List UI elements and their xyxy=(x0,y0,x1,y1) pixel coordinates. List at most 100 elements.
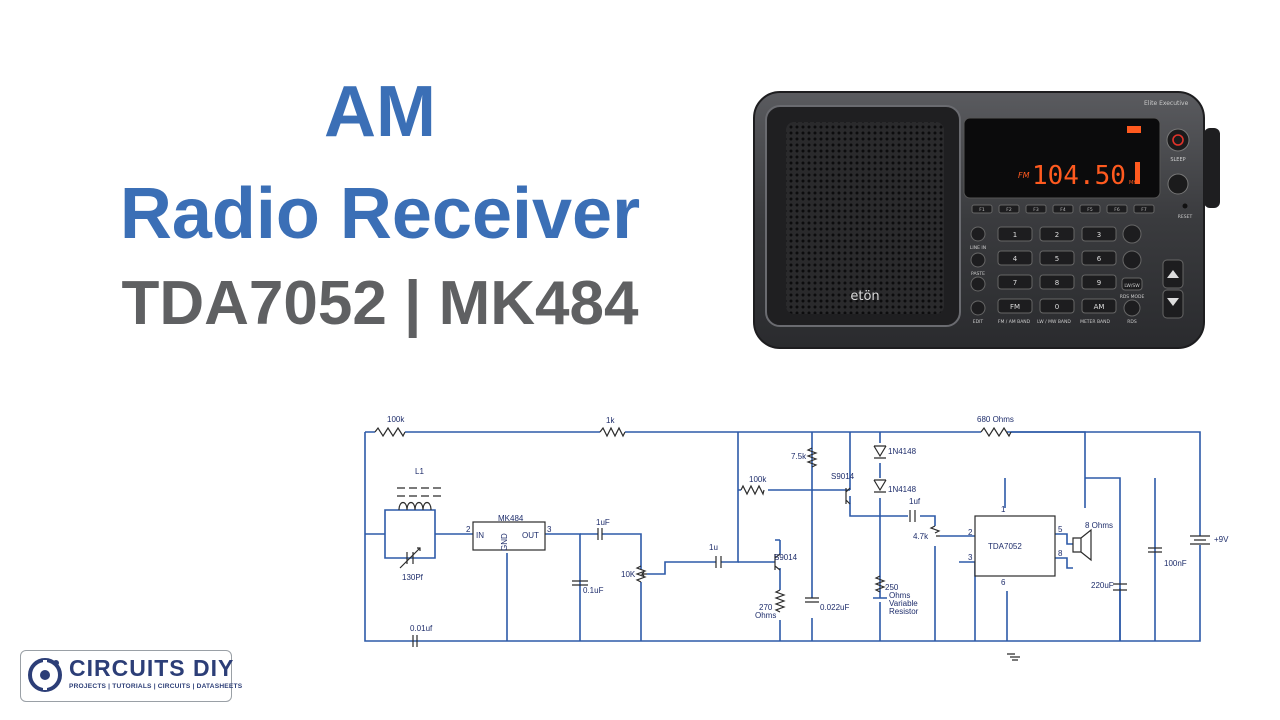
svg-text:100k: 100k xyxy=(387,415,405,424)
speaker xyxy=(1072,528,1092,562)
svg-text:Variable: Variable xyxy=(889,599,918,608)
labels: 100k L1 130Pf MK484 IN GND OUT 2 3 1uF 0… xyxy=(387,415,1229,633)
svg-text:1uf: 1uf xyxy=(909,497,921,506)
radio-brand: etön xyxy=(850,289,879,304)
svg-text:+9V: +9V xyxy=(1214,535,1229,544)
keypad-key-fm[interactable]: FM xyxy=(997,298,1033,314)
svg-text:0.022uF: 0.022uF xyxy=(820,603,849,612)
function-key-f3[interactable]: F3 xyxy=(1025,204,1047,214)
svg-text:IN: IN xyxy=(476,531,484,540)
right-buttons: LW/SW RDS MODE RDS xyxy=(1120,224,1184,325)
circuit-logo-icon xyxy=(28,658,62,692)
function-key-f2[interactable]: F2 xyxy=(998,204,1020,214)
cap-1uf-a xyxy=(597,528,603,540)
svg-text:1: 1 xyxy=(1001,505,1006,514)
svg-text:4: 4 xyxy=(1013,255,1018,263)
keypad-key-5[interactable]: 5 xyxy=(1039,250,1075,266)
ground-symbol xyxy=(1007,653,1020,661)
transistor-q1 xyxy=(774,553,781,571)
svg-text:F6: F6 xyxy=(1114,207,1120,213)
keypad-key-4[interactable]: 4 xyxy=(997,250,1033,266)
keypad-key-1[interactable]: 1 xyxy=(997,226,1033,242)
cap-01uf xyxy=(572,580,588,586)
function-key-f4[interactable]: F4 xyxy=(1052,204,1074,214)
power-button[interactable] xyxy=(1166,128,1190,152)
lock-button[interactable] xyxy=(1167,173,1189,195)
svg-text:270: 270 xyxy=(759,603,773,612)
function-key-f6[interactable]: F6 xyxy=(1106,204,1128,214)
keypad-key-2[interactable]: 2 xyxy=(1039,226,1075,242)
svg-text:7: 7 xyxy=(1013,279,1017,287)
svg-text:L1: L1 xyxy=(415,467,424,476)
svg-text:FM: FM xyxy=(1010,303,1020,311)
display-band: FM xyxy=(1018,171,1030,180)
svg-text:1: 1 xyxy=(1013,231,1017,239)
svg-text:TDA7052: TDA7052 xyxy=(988,542,1022,551)
svg-text:6: 6 xyxy=(1097,255,1102,263)
reset-label: RESET xyxy=(1178,214,1193,220)
display-unit: MHz xyxy=(1129,180,1140,186)
pot-10k xyxy=(635,565,647,583)
svg-text:4.7k: 4.7k xyxy=(913,532,929,541)
svg-text:2: 2 xyxy=(1055,231,1059,239)
cap-1uf-b xyxy=(909,510,916,522)
svg-text:0: 0 xyxy=(1055,303,1059,311)
svg-text:100nF: 100nF xyxy=(1164,559,1187,568)
svg-text:F5: F5 xyxy=(1087,207,1093,213)
svg-text:LW/SW: LW/SW xyxy=(1124,283,1140,289)
resistor-100k-mid xyxy=(740,484,765,496)
title-line-chips: TDA7052 | MK484 xyxy=(121,269,639,338)
circuits-diy-logo[interactable]: CIRCUITS DIY PROJECTS | TUTORIALS | CIRC… xyxy=(20,650,242,702)
svg-text:220uF: 220uF xyxy=(1091,581,1114,590)
keypad-key-3[interactable]: 3 xyxy=(1081,226,1117,242)
keypad-key-8[interactable]: 8 xyxy=(1039,274,1075,290)
cap-100nf xyxy=(1148,547,1162,553)
function-key-f1[interactable]: F1 xyxy=(971,204,993,214)
svg-text:GND: GND xyxy=(500,533,509,551)
display-frequency: 104.50 xyxy=(1032,161,1126,191)
ic-tda7052 xyxy=(974,515,1056,577)
keypad-key-7[interactable]: 7 xyxy=(997,274,1033,290)
svg-text:100k: 100k xyxy=(749,475,767,484)
svg-text:130Pf: 130Pf xyxy=(402,573,424,582)
cap-0022 xyxy=(805,597,819,603)
function-keys: F1 F2 F3 F4 F5 F6 F7 xyxy=(971,204,1155,214)
svg-text:1k: 1k xyxy=(606,416,615,425)
svg-text:LINE IN: LINE IN xyxy=(970,245,986,251)
transistor-q2 xyxy=(845,487,851,505)
cap-1u xyxy=(715,556,722,568)
svg-text:3: 3 xyxy=(547,525,552,534)
function-key-f5[interactable]: F5 xyxy=(1079,204,1101,214)
pot-47k xyxy=(929,525,941,537)
svg-text:3: 3 xyxy=(968,553,973,562)
keypad-key-9[interactable]: 9 xyxy=(1081,274,1117,290)
svg-text:Ohms: Ohms xyxy=(889,591,910,600)
ic-mk484 xyxy=(472,521,546,551)
svg-text:1u: 1u xyxy=(709,543,718,552)
svg-text:6: 6 xyxy=(1001,578,1006,587)
svg-text:1N4148: 1N4148 xyxy=(888,485,917,494)
svg-text:8 Ohms: 8 Ohms xyxy=(1085,521,1113,530)
title-line-radio-receiver: Radio Receiver xyxy=(119,174,641,254)
diode-d2 xyxy=(873,479,887,493)
svg-text:9: 9 xyxy=(1097,279,1101,287)
svg-text:F4: F4 xyxy=(1060,207,1066,213)
resistor-680 xyxy=(980,426,1012,438)
function-key-f7[interactable]: F7 xyxy=(1133,204,1155,214)
keypad-key-0[interactable]: 0 xyxy=(1039,298,1075,314)
keypad-key-6[interactable]: 6 xyxy=(1081,250,1117,266)
power-label: SLEEP xyxy=(1170,157,1185,163)
svg-text:2: 2 xyxy=(968,528,973,537)
svg-text:F7: F7 xyxy=(1141,207,1147,213)
keypad-key-am[interactable]: AM xyxy=(1081,298,1117,314)
radio-image: etön Elite Executive FM 104.50 MHz SLEEP… xyxy=(753,91,1220,349)
svg-text:EDIT: EDIT xyxy=(973,319,984,325)
logo-name: CIRCUITS DIY xyxy=(69,655,235,681)
svg-text:Ohms: Ohms xyxy=(755,611,776,620)
diode-d1 xyxy=(873,445,887,459)
component-symbols xyxy=(374,426,1210,661)
svg-text:7.5k: 7.5k xyxy=(791,452,807,461)
radio-model: Elite Executive xyxy=(1144,100,1189,107)
pot-250 xyxy=(874,575,886,593)
svg-text:F3: F3 xyxy=(1033,207,1039,213)
